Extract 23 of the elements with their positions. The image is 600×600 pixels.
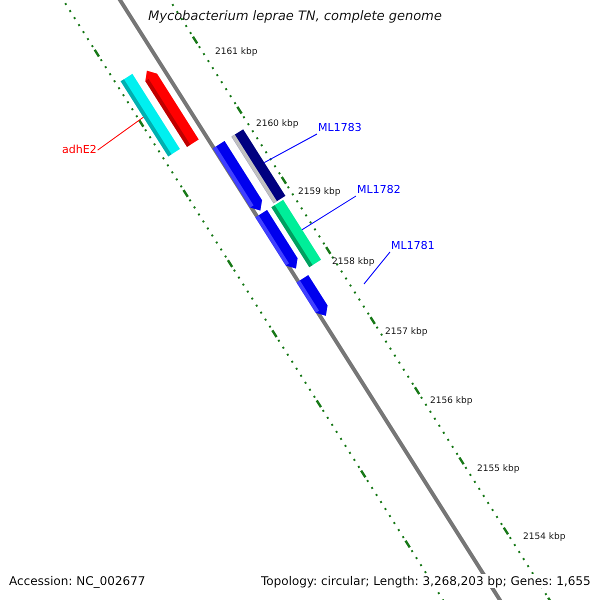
genome-stats-text: Topology: circular; Length: 3,268,203 bp; Genes: 1,655 xyxy=(261,574,591,588)
gene-feature-bar xyxy=(255,210,298,269)
gene-label: ML1782 xyxy=(357,183,401,196)
leader-line xyxy=(264,134,318,164)
scale-label: 2155 kbp xyxy=(477,464,520,474)
gene-label: ML1783 xyxy=(318,121,362,134)
gene-label: ML1781 xyxy=(391,239,435,252)
scale-label: 2159 kbp xyxy=(298,187,340,197)
gene-feature-bar xyxy=(231,129,286,204)
gene-feature-bar xyxy=(145,70,199,147)
gene-label: adhE2 xyxy=(62,143,97,156)
accession-text: Accession: NC_002677 xyxy=(9,574,146,588)
leader-line xyxy=(302,196,356,230)
scale-label: 2160 kbp xyxy=(256,119,298,129)
scale-label: 2156 kbp xyxy=(430,396,472,406)
scale-label: 2157 kbp xyxy=(385,327,428,337)
leader-line xyxy=(97,116,144,151)
diagram-title: Mycobacterium leprae TN, complete genome xyxy=(147,9,443,24)
scale-label: 2161 kbp xyxy=(215,47,258,57)
leader-line xyxy=(364,252,390,284)
scale-label: 2158 kbp xyxy=(332,257,374,267)
scale-label: 2154 kbp xyxy=(523,532,566,542)
gene-feature-bar xyxy=(296,275,328,316)
